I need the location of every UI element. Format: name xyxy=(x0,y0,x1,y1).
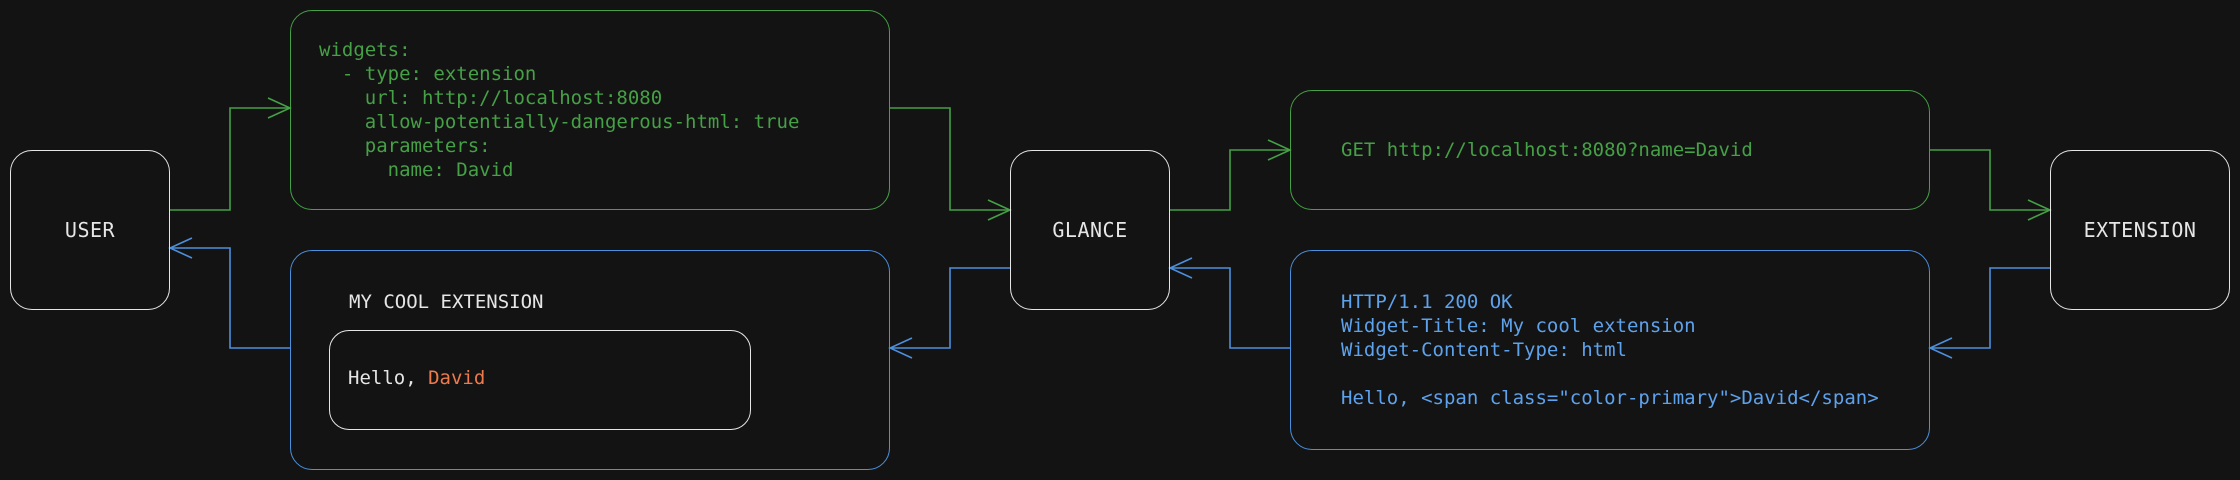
arrow-response-to-glance xyxy=(1170,267,1290,349)
response-line: ​ xyxy=(1341,362,1879,386)
arrowhead-widget-to-user xyxy=(168,237,193,259)
widget-name: David xyxy=(428,367,486,389)
request-line: GET http://localhost:8080?name=David xyxy=(1341,139,1753,161)
arrow-user-to-config xyxy=(170,107,290,211)
config-line: widgets: xyxy=(319,39,411,61)
config-line: - type: extension xyxy=(319,63,537,85)
widget-greeting-line: Hello, David xyxy=(348,367,485,389)
widget-content-box: Hello, David xyxy=(329,330,751,430)
config-line: name: David xyxy=(319,159,514,181)
widget-title: MY COOL EXTENSION xyxy=(349,291,544,313)
config-box: widgets: - type: extension url: http://l… xyxy=(290,10,890,210)
response-line: Widget-Title: My cool extension xyxy=(1341,315,1696,337)
user-node-label: USER xyxy=(64,218,116,242)
widget-greeting: Hello, xyxy=(348,367,429,389)
arrow-request-to-extension xyxy=(1930,149,2050,211)
arrow-extension-to-response xyxy=(1930,267,2050,349)
extension-node: EXTENSION xyxy=(2050,150,2230,310)
arrow-config-to-glance xyxy=(890,107,1010,211)
glance-node: GLANCE xyxy=(1010,150,1170,310)
response-line: HTTP/1.1 200 OK xyxy=(1341,291,1513,313)
config-line: url: http://localhost:8080 xyxy=(319,87,663,109)
response-line: Hello, <span class="color-primary">David… xyxy=(1341,387,1879,409)
arrowhead-glance-to-widget xyxy=(888,337,913,359)
arrowhead-extension-to-response xyxy=(1928,337,1953,359)
arrow-glance-to-request xyxy=(1170,149,1290,211)
config-line: parameters: xyxy=(319,135,491,157)
config-line: allow-potentially-dangerous-html: true xyxy=(319,111,800,133)
glance-node-label: GLANCE xyxy=(1052,218,1128,242)
config-code: widgets: - type: extension url: http://l… xyxy=(319,38,799,182)
extension-node-label: EXTENSION xyxy=(2083,218,2197,242)
widget-preview-box: MY COOL EXTENSION Hello, David xyxy=(290,250,890,470)
request-box: GET http://localhost:8080?name=David xyxy=(1290,90,1930,210)
arrow-glance-to-widget xyxy=(890,267,1010,349)
arrowhead-response-to-glance xyxy=(1168,257,1193,279)
response-line: Widget-Content-Type: html xyxy=(1341,339,1627,361)
user-node: USER xyxy=(10,150,170,310)
arrow-widget-to-user xyxy=(170,247,290,349)
